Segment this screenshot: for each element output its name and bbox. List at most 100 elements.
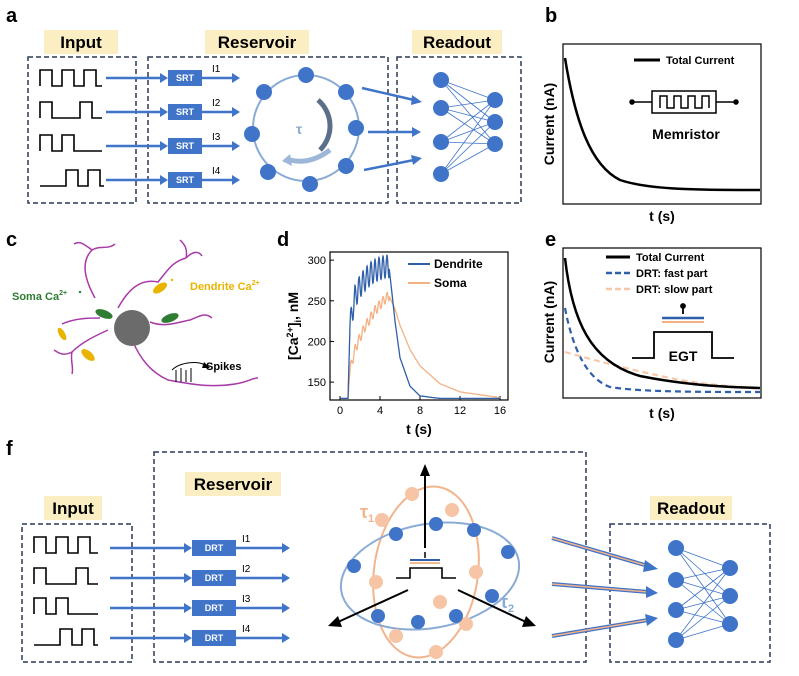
srt-box-4-label: SRT: [176, 175, 195, 185]
pulse-train-4: [34, 628, 98, 646]
blue-node: [371, 609, 385, 623]
readout-node: [722, 588, 738, 604]
reservoir-node: [298, 67, 314, 83]
blue-node: [485, 589, 499, 603]
drt-box-2: [192, 570, 236, 586]
dendrite-ca-label: Dendrite Ca2+: [190, 280, 260, 293]
e-legend-slow-label: DRT: slow part: [636, 284, 713, 296]
soma-ca-dot: [78, 290, 82, 294]
readout-node: [668, 572, 684, 588]
blue-node: [347, 559, 361, 573]
panel-a-readout-network: [433, 72, 503, 182]
panel-f-readout-header: Readout: [650, 496, 732, 520]
panel-a-reservoir-ring: τ: [244, 67, 364, 192]
readout-node: [433, 100, 449, 116]
f-current-label-1: I1: [242, 534, 251, 545]
pulse-train-3: [33, 597, 98, 615]
pulse-train-4: [40, 169, 104, 187]
panel-a-srt-rows: SRT I1 SRT I2 SRT I3 SRT I4: [106, 64, 240, 188]
panel-f-readout-arrows: [551, 536, 658, 638]
f-current-label-4: I4: [242, 624, 251, 635]
reservoir-node: [260, 164, 276, 180]
tau-arrow: [316, 98, 333, 152]
panel-b-legend-text: Total Current: [666, 55, 735, 67]
drt-box-1-label: DRT: [205, 543, 224, 553]
panel-f-reservoir-header: Reservoir: [185, 472, 281, 496]
panel-e-device-label: EGT: [669, 348, 698, 364]
srt-box-1-label: SRT: [176, 73, 195, 83]
tau2-label: τ2: [500, 592, 514, 615]
drt-box-2-label: DRT: [205, 573, 224, 583]
neuron-drawing: [53, 239, 259, 387]
memristor-symbol: [629, 90, 739, 114]
dendrite-ca-dot: [170, 278, 174, 282]
srt-box-3-label: SRT: [176, 141, 195, 151]
peach-node: [445, 503, 459, 517]
readout-node: [487, 136, 503, 152]
panel-a-readout-title: Readout: [423, 33, 491, 52]
blue-node: [467, 523, 481, 537]
panel-d-xlabel: t (s): [406, 421, 432, 437]
soma-ca-label: Soma Ca2+: [12, 290, 67, 303]
tau-label: τ: [296, 121, 303, 137]
current-label-4: I4: [212, 166, 221, 177]
panel-f-readout-network: [668, 540, 738, 648]
f-current-label-3: I3: [242, 594, 251, 605]
peach-node: [375, 513, 389, 527]
panel-e-label: e: [545, 229, 556, 251]
panel-a-input-box: [27, 56, 137, 204]
reservoir-node: [348, 120, 364, 136]
panel-a-readout-header: Readout: [412, 30, 502, 54]
panel-a-reservoir-title: Reservoir: [218, 33, 297, 52]
panel-b-label: b: [545, 5, 557, 27]
panel-f-input-header: Input: [44, 496, 102, 520]
panel-f-readout-title: Readout: [657, 499, 725, 518]
x-tick-label: 8: [417, 405, 423, 417]
readout-node: [487, 114, 503, 130]
blue-node: [429, 517, 443, 531]
reservoir-node: [338, 158, 354, 174]
panel-f-drt-rows: DRT I1 DRT I2 DRT I3 DRT I4: [110, 534, 290, 646]
panel-b-device-label: Memristor: [652, 126, 720, 142]
current-label-3: I3: [212, 132, 221, 143]
readout-node: [722, 560, 738, 576]
readout-node: [668, 540, 684, 556]
reservoir-node: [302, 176, 318, 192]
peach-node: [369, 575, 383, 589]
reservoir-node: [256, 84, 272, 100]
f-current-label-2: I2: [242, 564, 251, 575]
panel-a-input-title: Input: [60, 33, 102, 52]
egt-mini-icon: [396, 567, 456, 579]
panel-e-plot-frame: [562, 247, 762, 399]
x-tick-label: 16: [494, 405, 506, 417]
peach-node: [469, 565, 483, 579]
blue-node: [389, 527, 403, 541]
drt-box-3-label: DRT: [205, 603, 224, 613]
readout-node: [668, 602, 684, 618]
dendrite-series-line: [340, 254, 500, 400]
panel-d-ylabel: [Ca2+]i, nM: [285, 292, 303, 360]
y-tick-label: 300: [308, 255, 326, 267]
peach-node: [389, 629, 403, 643]
drt-box-4: [192, 630, 236, 646]
x-tick-label: 0: [337, 405, 343, 417]
y-tick-label: 200: [308, 336, 326, 348]
readout-node: [433, 72, 449, 88]
srt-box-4: [168, 172, 202, 188]
peach-ring: [372, 485, 480, 659]
legend-soma-label: Soma: [434, 276, 467, 290]
panel-f-reservoir: τ1 τ2: [328, 464, 536, 659]
panel-c-label: c: [6, 229, 17, 251]
panel-a-label: a: [6, 5, 18, 27]
blue-node: [449, 609, 463, 623]
srt-box-1: [168, 70, 202, 86]
srt-box-2-label: SRT: [176, 107, 195, 117]
egt-symbol: [632, 303, 734, 359]
e-legend-fast-label: DRT: fast part: [636, 268, 708, 280]
pulse-train-1: [33, 536, 98, 554]
blue-ring: [339, 521, 521, 631]
tau1-label: τ1: [360, 502, 374, 525]
panel-d-label: d: [277, 229, 289, 251]
e-total-current-curve: [563, 257, 761, 390]
panel-d-plot-frame: [329, 251, 509, 401]
